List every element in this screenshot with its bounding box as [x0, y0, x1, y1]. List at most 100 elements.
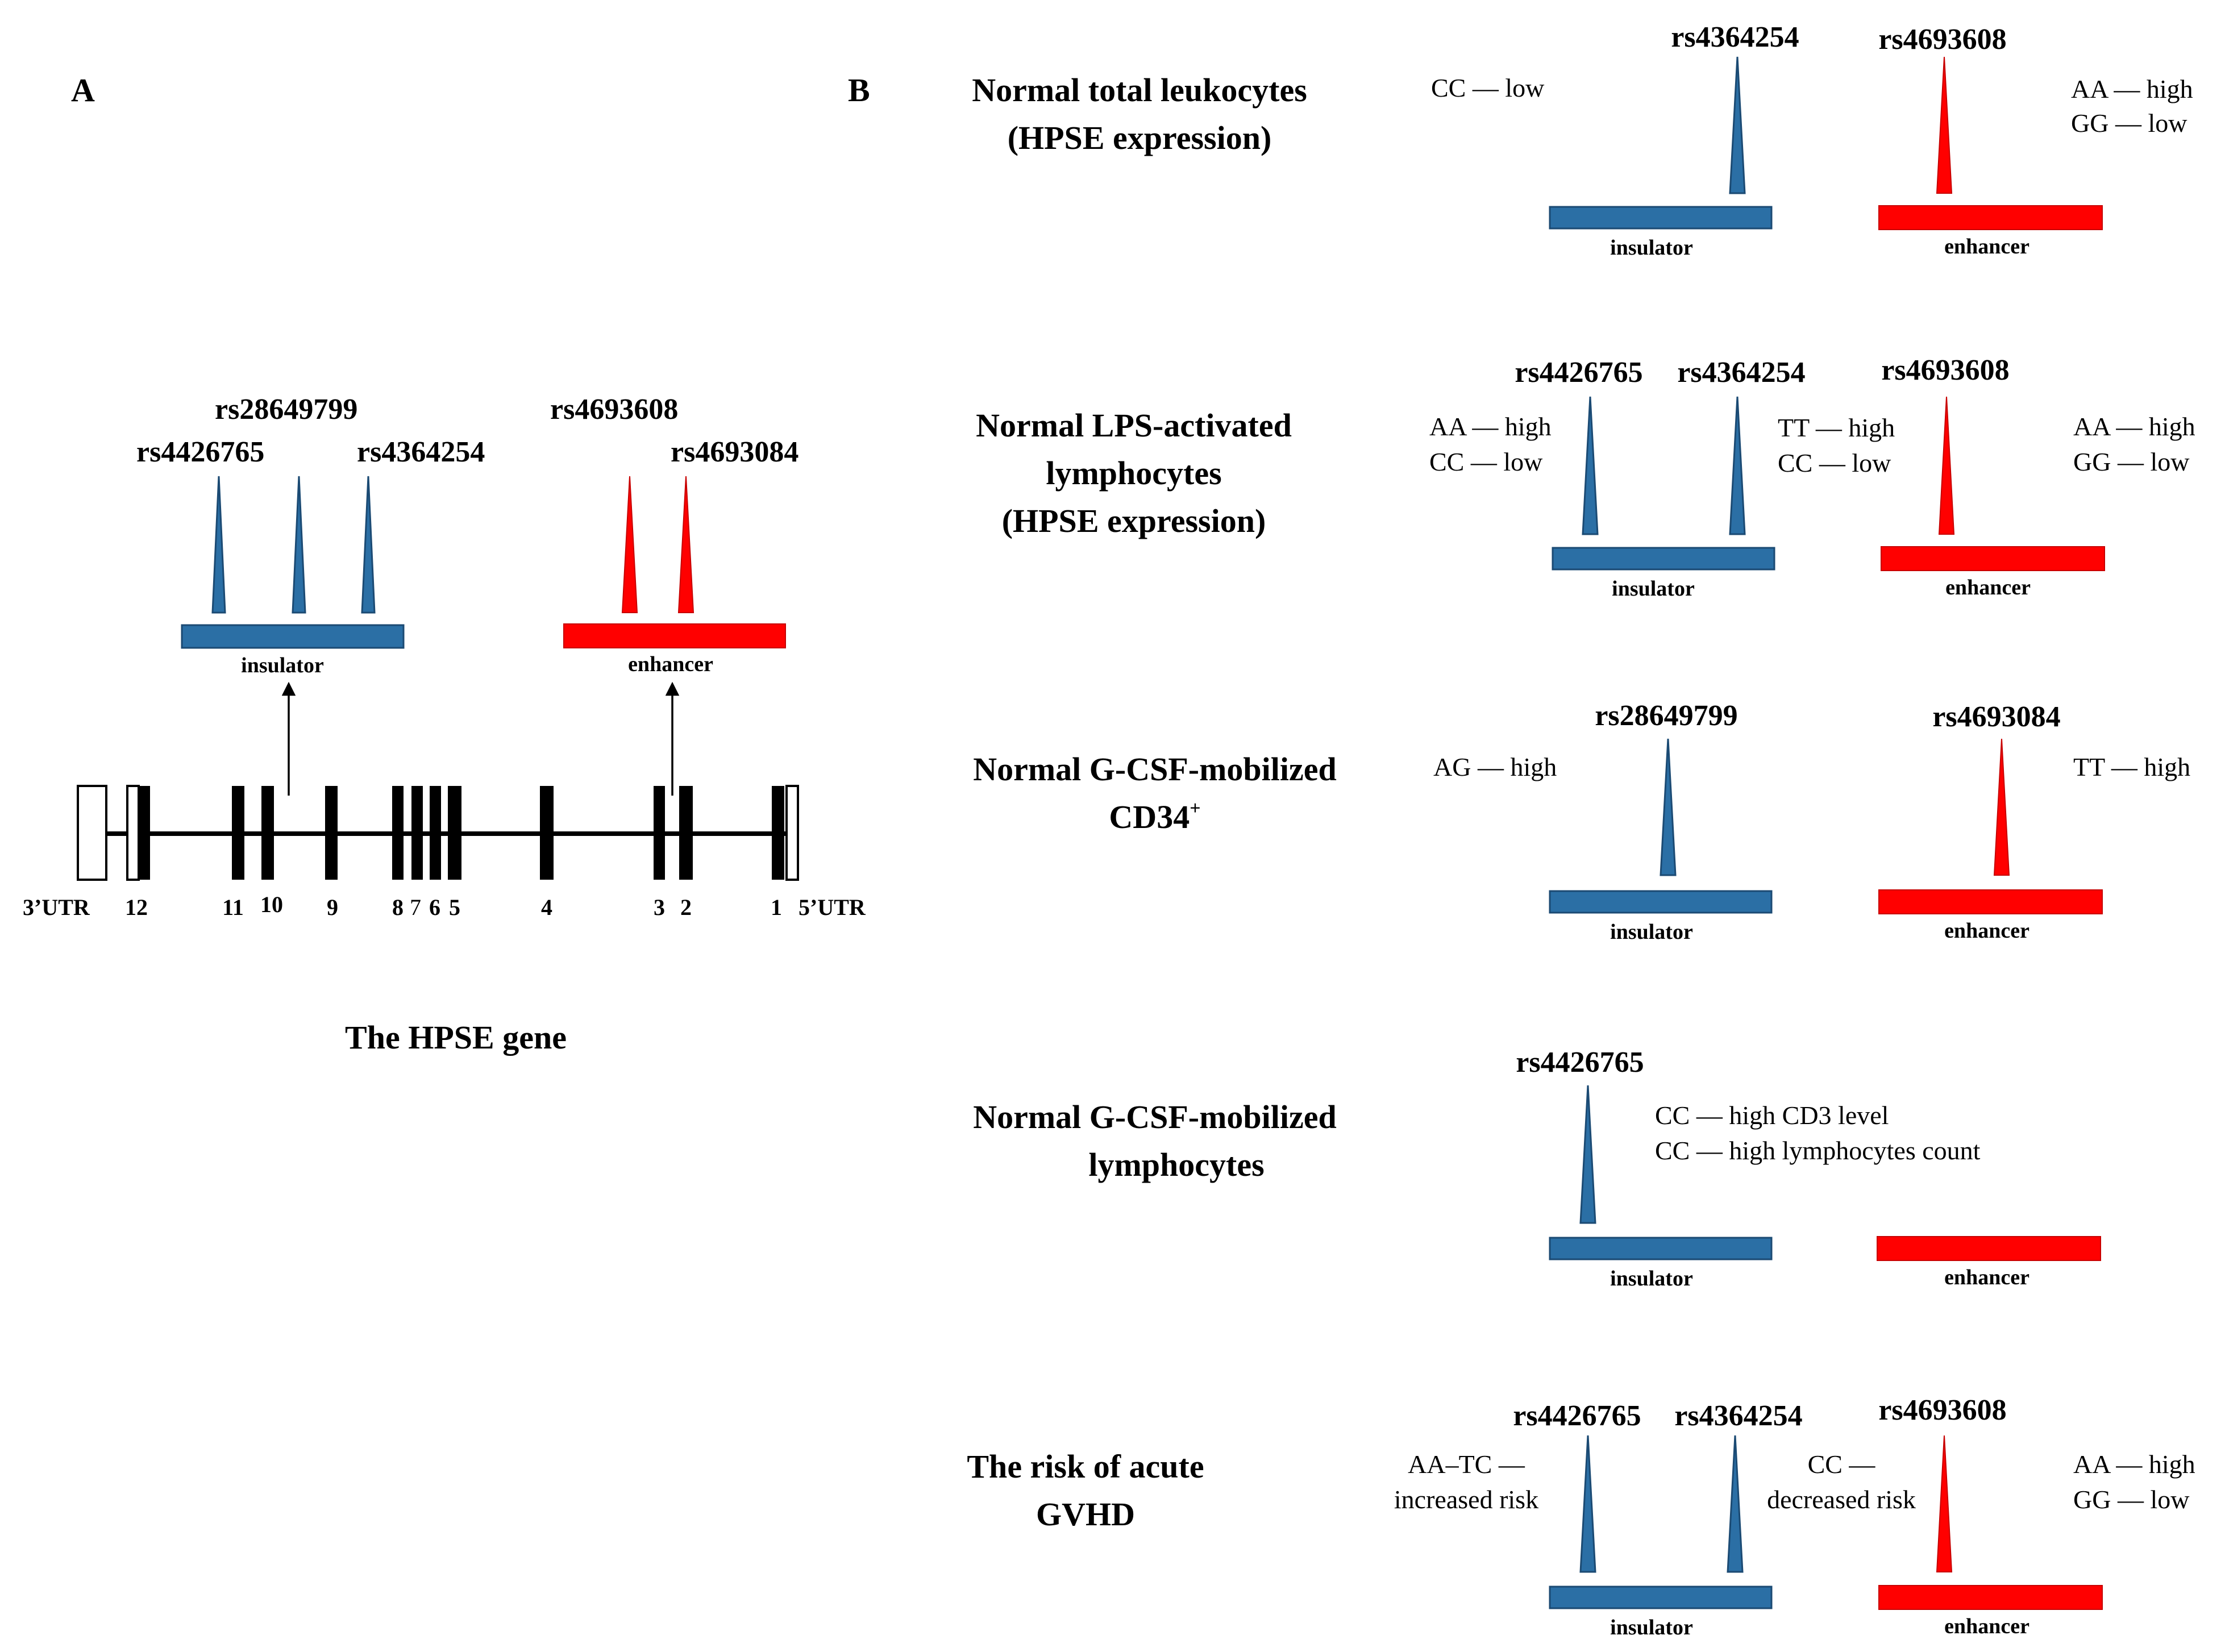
enhancer-label: enhancer — [628, 652, 713, 676]
enhancer-bar — [1881, 546, 2105, 571]
insulator-label: insulator — [241, 654, 324, 677]
insulator-label: insulator — [1610, 1616, 1693, 1639]
genotype-annotation: GG — low — [2071, 109, 2187, 138]
exon-4 — [540, 786, 554, 880]
snp-label-rs4693608: rs4693608 — [1878, 23, 2006, 56]
insulator-label: insulator — [1610, 920, 1693, 944]
snp-spike-rs4693608 — [621, 476, 638, 613]
snp-label-rs4693608: rs4693608 — [1878, 1394, 2006, 1426]
snp-label-rs4693608: rs4693608 — [1881, 354, 2009, 386]
enhancer-label: enhancer — [1944, 1614, 2029, 1638]
row-title-line: lymphocytes — [1088, 1146, 1264, 1183]
enhancer-label: enhancer — [1944, 1266, 2029, 1289]
enhancer-label: enhancer — [1944, 235, 2029, 259]
enhancer-bar — [1878, 1585, 2103, 1610]
snp-spike-rs28649799 — [1660, 738, 1677, 876]
genotype-annotation: CC — low — [1429, 447, 1543, 476]
exon-12 — [138, 786, 150, 880]
genotype-annotation: GG — low — [2073, 1485, 2190, 1514]
row-gcsf-lymphocytes: Normal G-CSF-mobilized lymphocytes rs442… — [973, 1046, 2101, 1291]
snp-label-rs4693608: rs4693608 — [550, 393, 678, 426]
insulator-label: insulator — [1612, 577, 1695, 601]
snp-label-rs28649799: rs28649799 — [215, 393, 357, 426]
snp-spike-rs4364254 — [1729, 396, 1746, 535]
snp-label-rs4426765: rs4426765 — [1516, 1046, 1644, 1079]
snp-spike-rs4693608 — [1938, 396, 1955, 535]
insulator-bar — [1549, 1237, 1773, 1260]
snp-spike-rs4426765 — [211, 476, 226, 614]
snp-spike-rs4693084 — [677, 476, 694, 613]
genotype-annotation: AA — high — [2073, 412, 2195, 441]
panel-b: B Normal total leukocytes (HPSE expressi… — [848, 21, 2195, 1639]
panel-b-label: B — [848, 72, 870, 109]
exon-5 — [448, 786, 461, 880]
row-title-line: Normal total leukocytes — [972, 72, 1307, 109]
exon-4-number: 4 — [541, 894, 552, 920]
insulator-bar — [1552, 547, 1775, 571]
row-total-leukocytes: Normal total leukocytes (HPSE expression… — [972, 21, 2193, 260]
exon-12-utr-part — [126, 785, 140, 881]
enhancer-bar — [1878, 889, 2103, 914]
genotype-annotation: AG — high — [1433, 752, 1557, 781]
genotype-annotation: TT — high — [2073, 752, 2190, 781]
exon-10-number: 10 — [260, 892, 283, 917]
enhancer-label: enhancer — [1945, 576, 2031, 600]
snp-spike-rs4364254 — [1727, 1435, 1744, 1573]
utr-5-box — [785, 785, 799, 881]
snp-spike-rs4426765 — [1582, 396, 1599, 535]
snp-spike-rs4364254 — [1729, 56, 1746, 194]
exon-5-number: 5 — [449, 894, 460, 920]
genotype-annotation: increased risk — [1394, 1485, 1538, 1514]
snp-label-rs4426765: rs4426765 — [1515, 356, 1642, 389]
genotype-annotation: TT — high — [1778, 413, 1895, 442]
snp-spike-rs4426765 — [1579, 1435, 1596, 1573]
exon-6 — [430, 786, 441, 880]
exon-7 — [411, 786, 423, 880]
genotype-annotation: CC — low — [1431, 73, 1545, 102]
snp-label-rs4364254: rs4364254 — [1674, 1400, 1802, 1432]
snp-label-rs4426765: rs4426765 — [1513, 1400, 1641, 1432]
insulator-bar — [1549, 206, 1773, 230]
row-title-line: lymphocytes — [1046, 455, 1221, 492]
row-title-line: GVHD — [1036, 1496, 1135, 1533]
genotype-annotation: CC — low — [1778, 448, 1891, 477]
exon-9 — [325, 786, 338, 880]
exon-1-number: 1 — [771, 894, 782, 920]
insulator-bar — [1549, 1586, 1773, 1609]
snp-label-rs4693084: rs4693084 — [671, 436, 798, 468]
exon-6-number: 6 — [429, 894, 440, 920]
gene-title: The HPSE gene — [345, 1019, 567, 1056]
exon-2-number: 2 — [680, 894, 692, 920]
row-title-line: Normal LPS-activated — [976, 407, 1292, 444]
snp-label-rs4364254: rs4364254 — [357, 436, 485, 468]
snp-label-rs28649799: rs28649799 — [1595, 700, 1737, 732]
genotype-annotation: CC — high lymphocytes count — [1655, 1136, 1981, 1165]
row-gcsf-cd34: Normal G-CSF-mobilized CD34+ rs28649799 … — [973, 700, 2190, 944]
row-title-cd34: CD34 — [1109, 798, 1190, 835]
exon-11 — [232, 786, 244, 880]
genotype-annotation: AA — high — [1429, 412, 1552, 441]
genotype-annotation: CC — — [1808, 1450, 1876, 1479]
enhancer-label: enhancer — [1944, 919, 2029, 943]
snp-spike-rs4693608 — [1936, 56, 1953, 194]
exon-11-number: 11 — [222, 894, 244, 920]
genotype-annotation: decreased risk — [1767, 1485, 1916, 1514]
genotype-annotation: CC — high CD3 level — [1655, 1101, 1889, 1130]
utr-3-box — [77, 785, 107, 881]
exon-8-number: 8 — [392, 894, 404, 920]
row-acute-gvhd-risk: The risk of acute GVHD rs4426765 rs43642… — [967, 1394, 2195, 1639]
panel-a-label: A — [71, 72, 95, 109]
snp-spike-rs4426765 — [1579, 1085, 1596, 1224]
enhancer-bar — [1878, 205, 2103, 230]
exon-7-number: 7 — [410, 894, 421, 920]
snp-spike-rs28649799 — [292, 476, 306, 614]
insulator-bar — [1549, 890, 1773, 914]
exon-12-number: 12 — [125, 894, 148, 920]
row-title-line: (HPSE expression) — [1002, 502, 1266, 539]
row-title-line: The risk of acute — [967, 1448, 1204, 1485]
genotype-annotation: AA — high — [2073, 1450, 2195, 1479]
genotype-annotation: AA — high — [2071, 74, 2193, 103]
enhancer-bar — [1877, 1236, 2101, 1261]
exon-3 — [654, 786, 665, 880]
